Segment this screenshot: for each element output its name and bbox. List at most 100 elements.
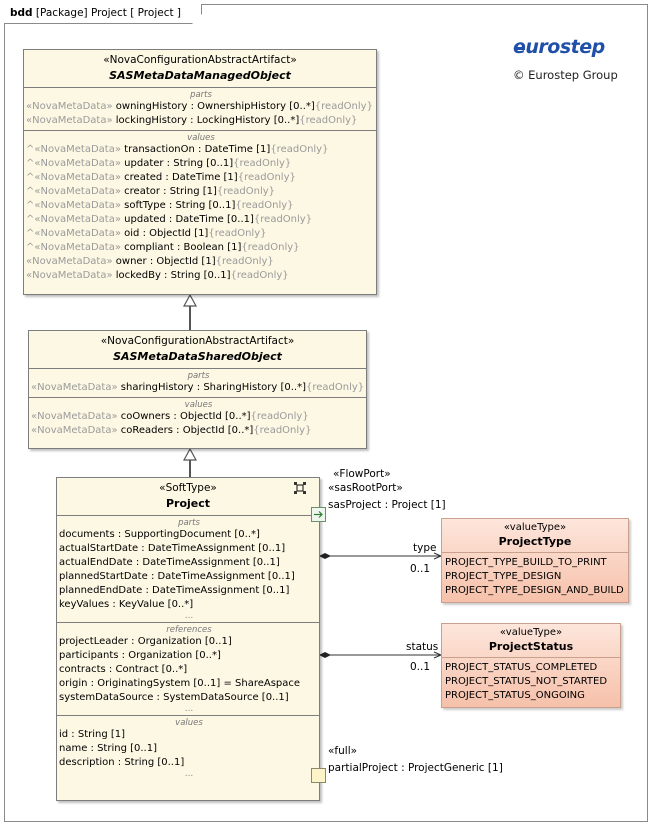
compartment-title: values — [184, 400, 213, 410]
enum-literal[interactable]: PROJECT_STATUS_ONGOING — [445, 690, 585, 701]
block-name: Project — [165, 497, 211, 510]
block-stereotype: «NovaConfigurationAbstractArtifact» — [100, 335, 295, 347]
enum-literal[interactable]: PROJECT_TYPE_BUILD_TO_PRINT — [445, 557, 607, 568]
enum-literal[interactable]: PROJECT_STATUS_COMPLETED — [445, 662, 598, 673]
attribute-row[interactable]: actualStartDate : DateTimeAssignment [0.… — [59, 542, 319, 556]
port-sas-project[interactable] — [311, 507, 326, 522]
attribute-row[interactable]: actualEndDate : DateTimeAssignment [0..1… — [59, 556, 319, 570]
attribute-row[interactable]: documents : SupportingDocument [0..*] — [59, 528, 319, 542]
attribute-modifier: {readOnly} — [306, 382, 365, 393]
attribute-row[interactable]: «NovaMetaData» sharingHistory : SharingH… — [31, 381, 366, 395]
attribute-row[interactable]: keyValues : KeyValue [0..*] — [59, 598, 319, 612]
compartment-title: values — [187, 133, 215, 143]
port-stereotype-flowport: «FlowPort» — [333, 468, 391, 480]
valuetype-project-status[interactable]: «valueType» ProjectStatus PROJECT_STATUS… — [441, 623, 621, 708]
values-compartment: values «NovaMetaData» coOwners : ObjectI… — [29, 397, 366, 440]
attribute-modifier: {readOnly} — [208, 228, 267, 239]
attribute-modifier: {readOnly} — [253, 425, 312, 436]
valuetype-name: ProjectStatus — [488, 640, 574, 653]
attribute-row[interactable]: participants : Organization [0..*] — [59, 649, 319, 663]
enum-literal[interactable]: PROJECT_STATUS_NOT_STARTED — [445, 676, 608, 687]
diagram-frame-header: bdd [Package] Project [ Project ] — [4, 4, 202, 24]
attribute-row[interactable]: name : String [0..1] — [59, 742, 319, 756]
port-stereotype-sasrootport: «sasRootPort» — [328, 482, 403, 494]
attribute-stereotype: ^«NovaMetaData» — [26, 186, 125, 197]
enum-literal[interactable]: PROJECT_TYPE_DESIGN_AND_BUILD — [445, 585, 624, 596]
compartment-title: values — [175, 718, 203, 728]
attribute-row[interactable]: «NovaMetaData» coOwners : ObjectId [0..*… — [31, 410, 366, 424]
attribute-signature: origin : OriginatingSystem [0..1] = Shar… — [59, 678, 301, 689]
attribute-row[interactable]: origin : OriginatingSystem [0..1] = Shar… — [59, 677, 319, 691]
generalization-arrowhead-project — [182, 447, 198, 461]
attribute-signature: coOwners : ObjectId [0..*] — [120, 411, 251, 422]
block-header: «NovaConfigurationAbstractArtifact» SASM… — [29, 331, 366, 364]
attribute-row[interactable]: ^«NovaMetaData» updater : String [0..1]{… — [26, 157, 376, 171]
attribute-row[interactable]: id : String [1] — [59, 728, 319, 742]
block-name: SASMetaDataManagedObject — [109, 69, 291, 82]
attribute-row[interactable]: «NovaMetaData» coReaders : ObjectId [0..… — [31, 424, 366, 438]
attribute-row[interactable]: «NovaMetaData» owner : ObjectId [1]{read… — [26, 255, 376, 269]
block-sas-metadata-shared-object[interactable]: «NovaConfigurationAbstractArtifact» SASM… — [28, 330, 367, 449]
attribute-signature: actualEndDate : DateTimeAssignment [0..1… — [59, 557, 280, 568]
attribute-stereotype: «NovaMetaData» — [31, 411, 121, 422]
attribute-row[interactable]: projectLeader : Organization [0..1] — [59, 635, 319, 649]
attribute-row[interactable]: contracts : Contract [0..*] — [59, 663, 319, 677]
attribute-row[interactable]: plannedStartDate : DateTimeAssignment [0… — [59, 570, 319, 584]
attribute-stereotype: «NovaMetaData» — [26, 101, 116, 112]
structure-icon — [294, 482, 306, 494]
values-compartment: values ^«NovaMetaData» transactionOn : D… — [24, 130, 376, 285]
valuetype-header: «valueType» ProjectStatus — [442, 624, 620, 654]
attribute-row[interactable]: ^«NovaMetaData» softType : String [0..1]… — [26, 199, 376, 213]
compartment-ellipsis: ... — [184, 611, 194, 621]
attribute-row[interactable]: ^«NovaMetaData» oid : ObjectId [1]{readO… — [26, 227, 376, 241]
attribute-modifier: {readOnly} — [253, 214, 313, 225]
compartment-ellipsis: ... — [184, 704, 194, 714]
attribute-row[interactable]: «NovaMetaData» owningHistory : Ownership… — [26, 100, 376, 114]
attribute-row[interactable]: plannedEndDate : DateTimeAssignment [0..… — [59, 584, 319, 598]
attribute-row[interactable]: systemDataSource : SystemDataSource [0..… — [59, 691, 319, 705]
attribute-stereotype: «NovaMetaData» — [26, 270, 116, 281]
attribute-signature: contracts : Contract [0..*] — [59, 664, 188, 675]
parts-compartment: parts «NovaMetaData» sharingHistory : Sh… — [29, 368, 366, 397]
enum-literal[interactable]: PROJECT_TYPE_DESIGN — [445, 571, 562, 582]
block-header: «SoftType» Project — [57, 478, 319, 511]
association-status-role: status — [406, 641, 439, 653]
compartment-title: parts — [178, 518, 200, 528]
attribute-row[interactable]: ^«NovaMetaData» updated : DateTime [0..1… — [26, 213, 376, 227]
attribute-row[interactable]: description : String [0..1] — [59, 756, 319, 770]
attribute-stereotype: ^«NovaMetaData» — [26, 200, 125, 211]
attribute-stereotype: «NovaMetaData» — [31, 382, 121, 393]
attribute-row[interactable]: ^«NovaMetaData» compliant : Boolean [1]{… — [26, 241, 376, 255]
attribute-row[interactable]: «NovaMetaData» lockedBy : String [0..1]{… — [26, 269, 376, 283]
compartment-ellipsis: ... — [184, 769, 194, 779]
valuetype-name: ProjectType — [498, 535, 572, 548]
attribute-stereotype: «NovaMetaData» — [26, 256, 116, 267]
attribute-row[interactable]: ^«NovaMetaData» transactionOn : DateTime… — [26, 143, 376, 157]
block-project[interactable]: «SoftType» Project parts documents : Sup… — [56, 477, 320, 801]
diagram-title: [Package] Project [ Project ] — [35, 7, 182, 19]
valuetype-header: «valueType» ProjectType — [442, 519, 628, 549]
attribute-row[interactable]: ^«NovaMetaData» created : DateTime [1]{r… — [26, 171, 376, 185]
parts-compartment: parts documents : SupportingDocument [0.… — [57, 515, 319, 622]
attribute-signature: updated : DateTime [0..1] — [124, 214, 254, 225]
attribute-modifier: {readOnly} — [299, 115, 358, 126]
attribute-row[interactable]: ^«NovaMetaData» creator : String [1]{rea… — [26, 185, 376, 199]
block-sas-metadata-managed-object[interactable]: «NovaConfigurationAbstractArtifact» SASM… — [23, 49, 377, 295]
compartment-title: parts — [187, 371, 210, 381]
valuetype-project-type[interactable]: «valueType» ProjectType PROJECT_TYPE_BUI… — [441, 518, 629, 603]
literals-compartment: PROJECT_STATUS_COMPLETED PROJECT_STATUS_N… — [442, 657, 620, 706]
diagram-frame — [4, 4, 648, 822]
attribute-stereotype: ^«NovaMetaData» — [26, 144, 125, 155]
attribute-signature: systemDataSource : SystemDataSource [0..… — [59, 692, 289, 703]
attribute-signature: plannedEndDate : DateTimeAssignment [0..… — [59, 585, 290, 596]
attribute-stereotype: ^«NovaMetaData» — [26, 158, 125, 169]
attribute-stereotype: ^«NovaMetaData» — [26, 172, 125, 183]
port-partial-project[interactable] — [311, 768, 326, 783]
parts-compartment: parts «NovaMetaData» owningHistory : Own… — [24, 87, 376, 130]
attribute-signature: sharingHistory : SharingHistory [0..*] — [120, 382, 306, 393]
attribute-row[interactable]: «NovaMetaData» lockingHistory : LockingH… — [26, 114, 376, 128]
attribute-signature: documents : SupportingDocument [0..*] — [59, 529, 260, 540]
attribute-modifier: {readOnly} — [230, 270, 289, 281]
references-compartment: references projectLeader : Organization … — [57, 622, 319, 715]
